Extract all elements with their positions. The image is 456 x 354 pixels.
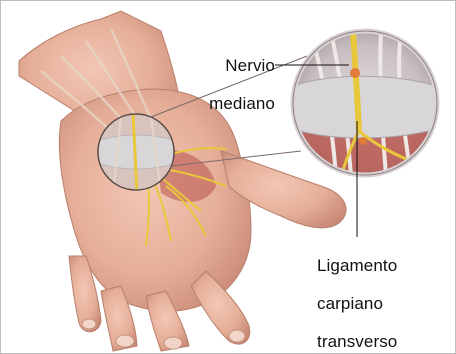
nerve-label-line2: mediano [209, 94, 275, 113]
nerve-label-line1: Nervio [209, 56, 275, 75]
ligament-label-line2: carpiano [317, 294, 447, 313]
ligament-label-line3: transverso [317, 332, 447, 351]
median-nerve-label: Nervio mediano [209, 37, 275, 132]
ligament-label: Ligamento carpiano transverso [317, 237, 447, 354]
ligament-label-line1: Ligamento [317, 256, 447, 275]
